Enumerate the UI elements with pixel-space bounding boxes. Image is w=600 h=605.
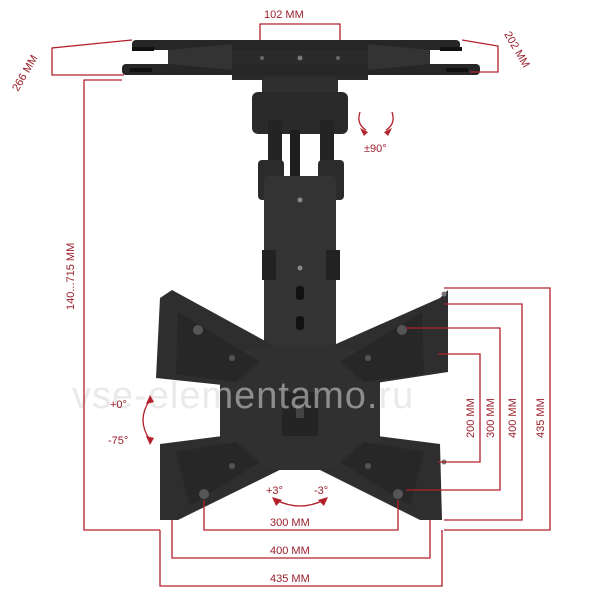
vesa-435-horizontal-label: 435 MM (270, 573, 310, 585)
height-range-label: 140...715 MM (65, 243, 77, 310)
vesa-400-vertical-label: 400 MM (507, 398, 519, 438)
vesa-435-vertical-label: 435 MM (535, 398, 547, 438)
top-width-label: 102 MM (264, 9, 304, 21)
vesa-plate (156, 290, 448, 520)
mount-arm (252, 78, 348, 376)
vesa-200-label: 200 MM (465, 398, 477, 438)
ceiling-plate (122, 40, 480, 80)
swivel-left-label: +3° (266, 485, 283, 497)
right-depth-label: 202 MM (501, 30, 531, 70)
tilt-up-label: +0° (110, 399, 127, 411)
vesa-300-vertical-label: 300 MM (485, 398, 497, 438)
vesa-400-horizontal-label: 400 MM (270, 545, 310, 557)
rotation-label: ±90° (364, 143, 387, 155)
dimension-lines (51, 23, 551, 587)
watermark: vse-elementamo.ru (72, 375, 414, 417)
tilt-down-label: -75° (108, 435, 128, 447)
left-depth-label: 266 MM (10, 53, 40, 93)
swivel-right-label: -3° (314, 485, 328, 497)
vesa-300-horizontal-label: 300 MM (270, 517, 310, 529)
